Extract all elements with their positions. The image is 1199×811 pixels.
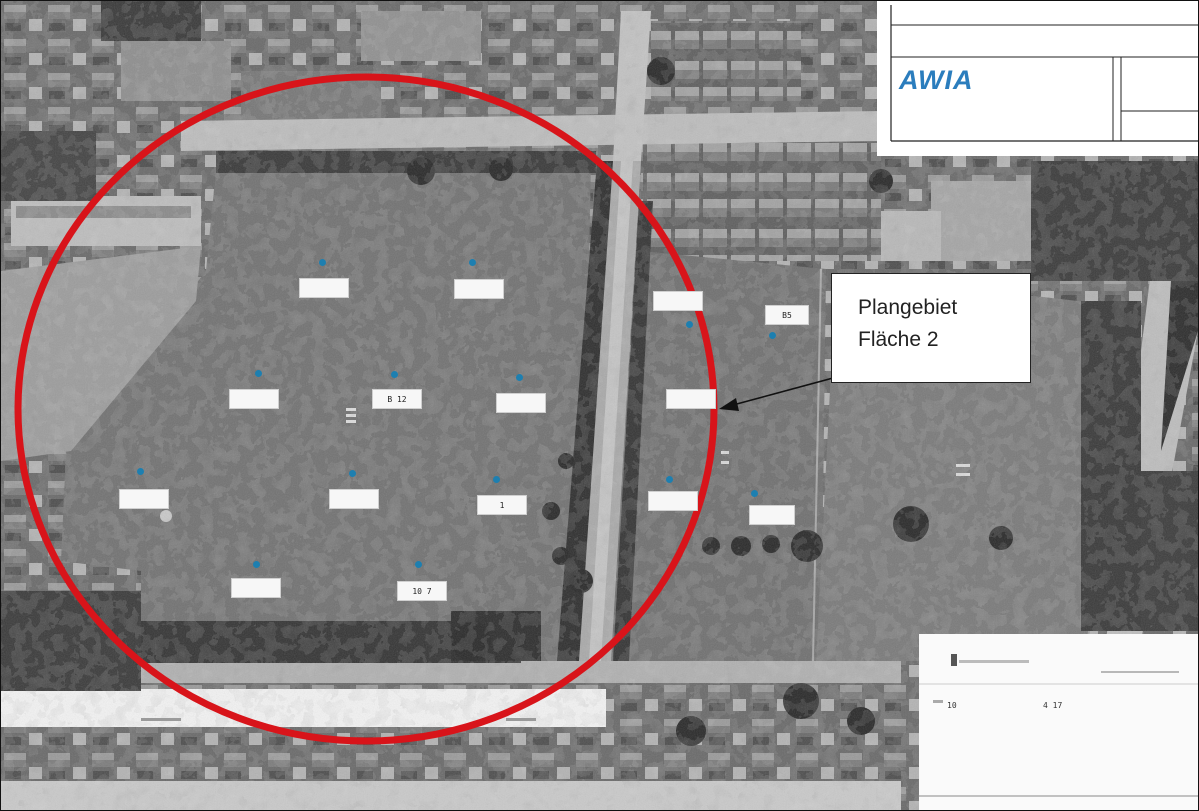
survey-point	[469, 259, 476, 266]
legend-row-label: 10	[947, 701, 957, 710]
survey-label	[653, 291, 703, 311]
survey-label: B 12	[372, 389, 422, 409]
callout-arrow	[719, 377, 834, 411]
survey-point	[415, 561, 422, 568]
legend-row-value: 4 17	[1043, 701, 1062, 710]
highlight-circle	[14, 73, 718, 745]
title-block: AWIA	[877, 1, 1198, 156]
survey-point	[253, 561, 260, 568]
callout-box: Plangebiet Fläche 2	[831, 273, 1031, 383]
survey-point	[769, 332, 776, 339]
survey-label: B5	[765, 305, 809, 325]
survey-label: 1	[477, 495, 527, 515]
survey-point	[319, 259, 326, 266]
survey-label	[329, 489, 379, 509]
survey-point	[516, 374, 523, 381]
survey-point	[349, 470, 356, 477]
survey-point	[666, 476, 673, 483]
survey-point	[751, 490, 758, 497]
survey-point	[137, 468, 144, 475]
survey-point	[686, 321, 693, 328]
survey-label	[749, 505, 795, 525]
survey-label	[666, 389, 716, 409]
callout-line-plangebiet: Plangebiet	[858, 296, 958, 319]
survey-label	[299, 278, 349, 298]
survey-point	[391, 371, 398, 378]
survey-label	[119, 489, 169, 509]
legend-block: 10 4 17	[919, 634, 1198, 810]
survey-point	[493, 476, 500, 483]
survey-label: 10 7	[397, 581, 447, 601]
callout-line-flaeche: Fläche 2	[858, 328, 939, 351]
survey-label	[496, 393, 546, 413]
survey-label	[229, 389, 279, 409]
survey-label	[231, 578, 281, 598]
awia-logo: AWIA	[898, 65, 974, 95]
survey-point	[255, 370, 262, 377]
survey-label	[648, 491, 698, 511]
survey-label	[454, 279, 504, 299]
